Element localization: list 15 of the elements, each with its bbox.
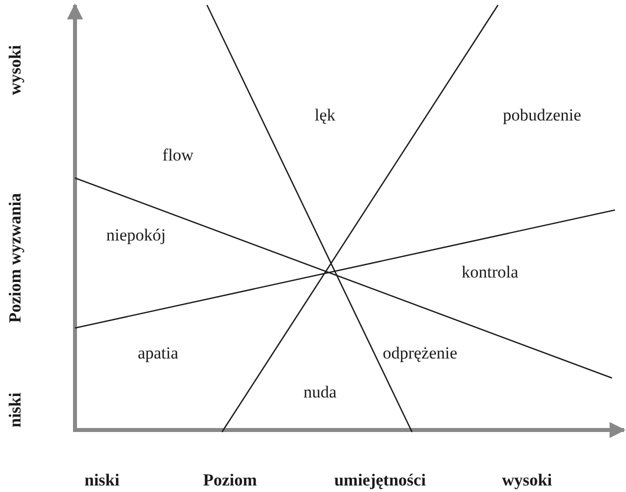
region-label: apatia [138, 344, 178, 362]
axis-label: wysoki [6, 44, 24, 96]
axis-title: umiejętności [334, 472, 426, 488]
axis-title: Poziom wyzwania [6, 193, 24, 323]
axis-label: wysoki [502, 472, 552, 488]
axis-title: Poziom [203, 472, 257, 488]
region-label: pobudzenie [502, 106, 582, 124]
region-label: kontrola [462, 264, 518, 280]
axis-label: niski [84, 472, 120, 488]
region-label: nuda [303, 384, 337, 400]
region-label: flow [162, 146, 194, 164]
region-label: lęk [314, 106, 336, 124]
axis-label: niski [6, 392, 24, 428]
region-label: odprężenie [382, 344, 458, 362]
region-label: niepokój [106, 226, 166, 244]
